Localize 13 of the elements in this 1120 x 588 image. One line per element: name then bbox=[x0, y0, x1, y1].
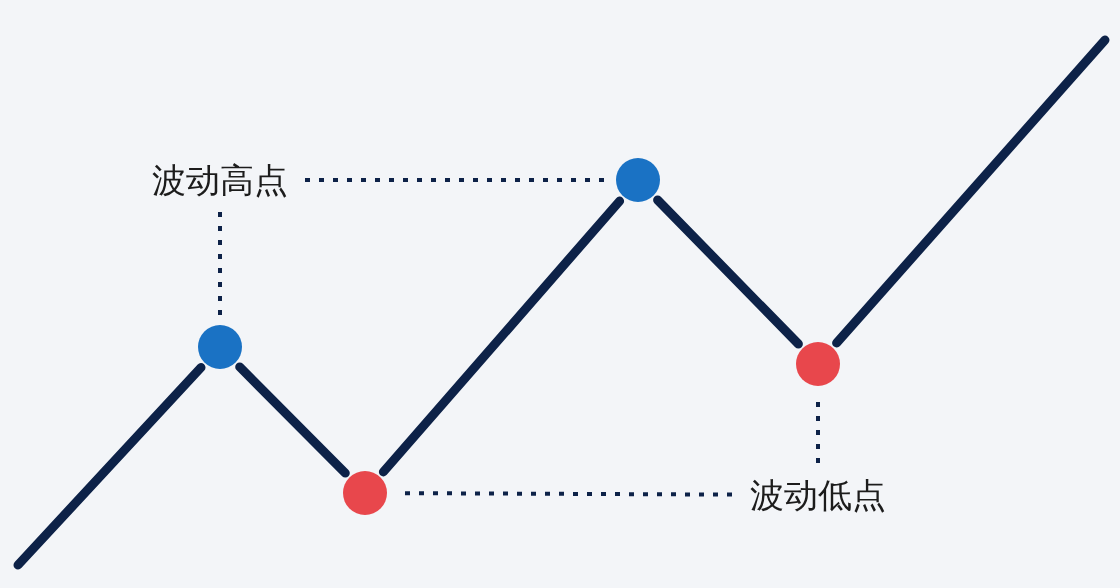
point-dot bbox=[616, 158, 660, 202]
trend-line bbox=[235, 362, 350, 478]
trend-line bbox=[378, 196, 625, 477]
point-label: 波动高点 bbox=[145, 158, 295, 202]
trend-line bbox=[13, 363, 206, 570]
point-dot bbox=[198, 325, 242, 369]
point-dot bbox=[796, 342, 840, 386]
point-label: 波动低点 bbox=[742, 473, 894, 517]
leader-line bbox=[218, 212, 222, 315]
trend-line bbox=[832, 35, 1110, 348]
leader-line bbox=[305, 178, 606, 182]
point-dot bbox=[343, 471, 387, 515]
trend-line bbox=[653, 195, 803, 349]
